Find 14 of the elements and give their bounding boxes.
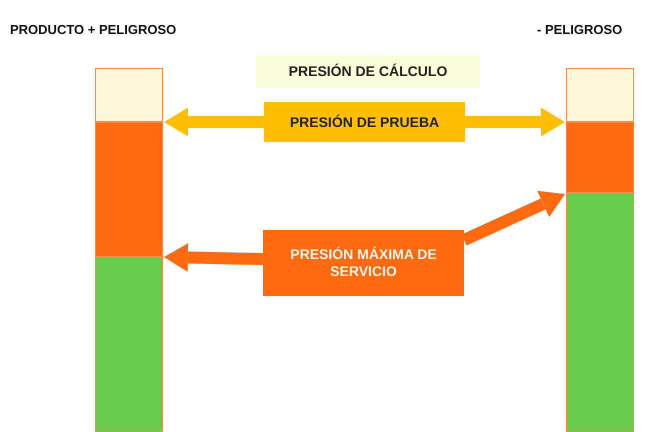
- bar-segment: [566, 68, 634, 122]
- bar-segment: [95, 257, 163, 432]
- label-box: PRESIÓN DE CÁLCULO: [256, 55, 480, 88]
- column-heading: - PELIGROSO: [537, 22, 622, 37]
- arrow: [164, 108, 264, 136]
- bar-segment: [95, 122, 163, 257]
- label-box: PRESIÓN DE PRUEBA: [264, 102, 465, 142]
- bar-segment: [566, 193, 634, 432]
- arrow: [164, 243, 264, 272]
- arrow: [465, 108, 565, 136]
- column-heading: PRODUCTO + PELIGROSO: [10, 22, 176, 37]
- label-box: PRESIÓN MÁXIMA DE SERVICIO: [263, 230, 464, 296]
- bar-segment: [566, 122, 634, 193]
- bar-segment: [95, 68, 163, 122]
